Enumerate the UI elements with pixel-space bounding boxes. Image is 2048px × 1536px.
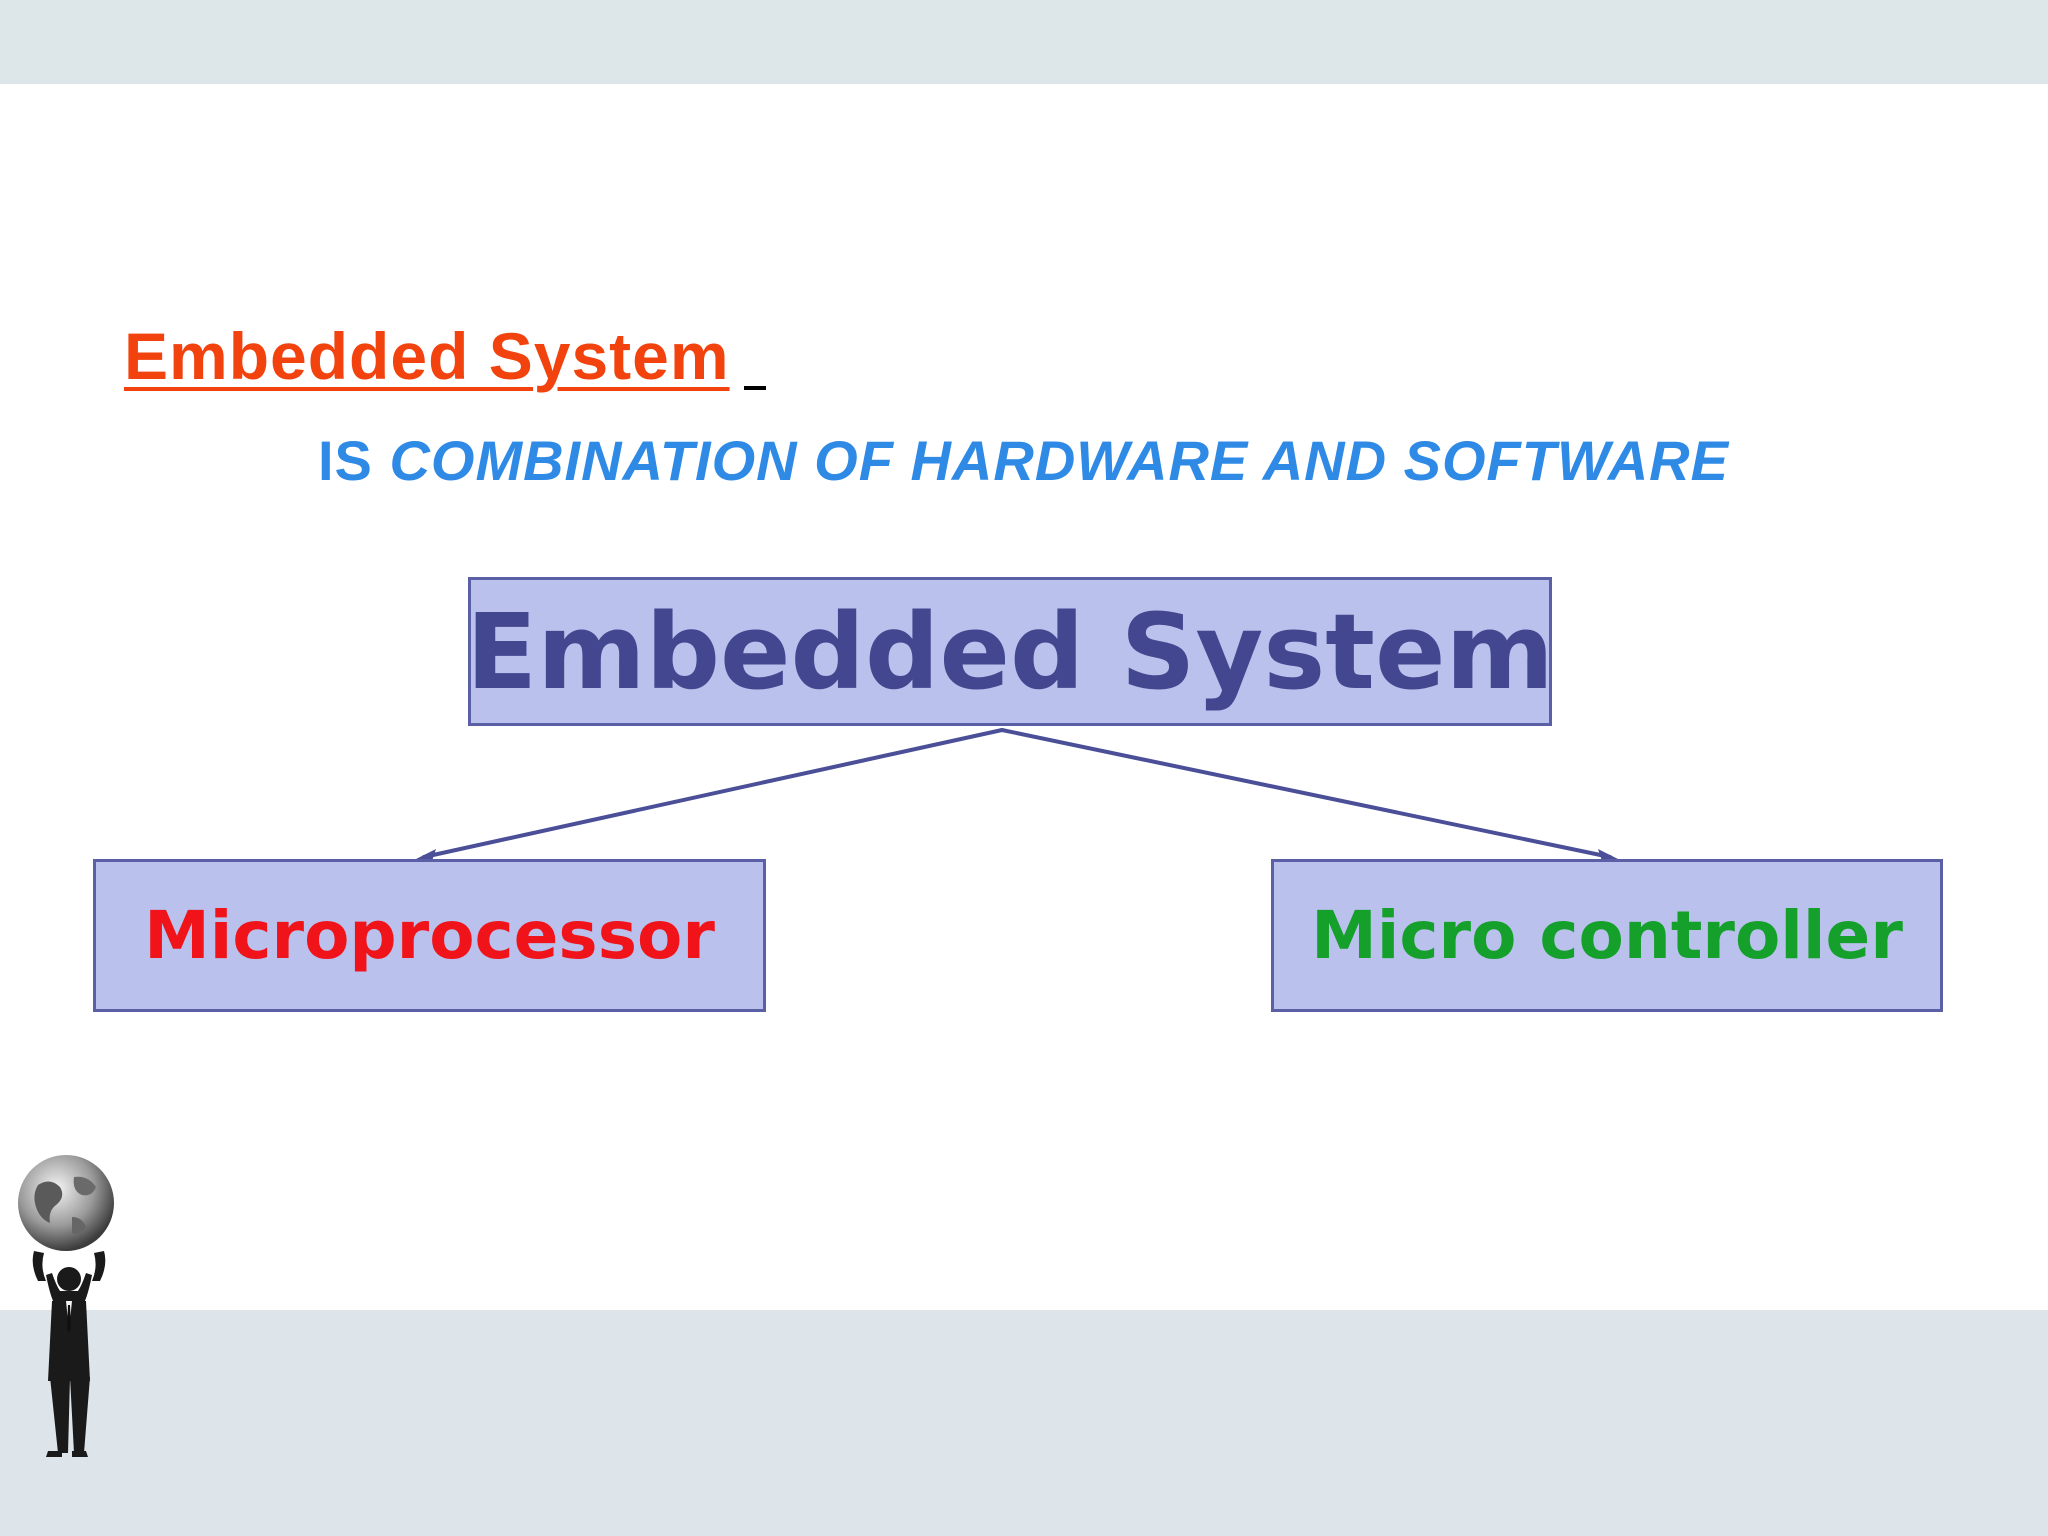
root-node-embedded-system: Embedded System xyxy=(466,577,1554,726)
microprocessor-label: Microprocessor xyxy=(144,897,715,974)
heading-underline-tail xyxy=(744,386,766,390)
child-node-microprocessor: Microprocessor xyxy=(93,859,766,1012)
arrow-to-microcontroller xyxy=(1000,728,1612,859)
arrow-to-microprocessor xyxy=(422,728,1004,859)
arrowhead-left xyxy=(416,849,436,861)
microcontroller-label: Micro controller xyxy=(1311,897,1903,974)
subtitle-lead: IS xyxy=(318,429,390,492)
slide-heading: Embedded System xyxy=(124,319,730,393)
slide-subtitle: IS COMBINATION OF HARDWARE AND SOFTWARE xyxy=(318,428,1729,493)
root-node-label: Embedded System xyxy=(466,590,1554,713)
bottom-band xyxy=(0,1310,2048,1536)
globe-icon xyxy=(18,1155,114,1251)
child-node-microcontroller: Micro controller xyxy=(1271,859,1943,1012)
arrowhead-right xyxy=(1598,849,1618,861)
top-band xyxy=(0,0,2048,84)
subtitle-rest: COMBINATION OF HARDWARE AND SOFTWARE xyxy=(389,429,1729,492)
man-holding-globe-icon xyxy=(18,1155,114,1457)
businessman-figure xyxy=(32,1251,106,1457)
